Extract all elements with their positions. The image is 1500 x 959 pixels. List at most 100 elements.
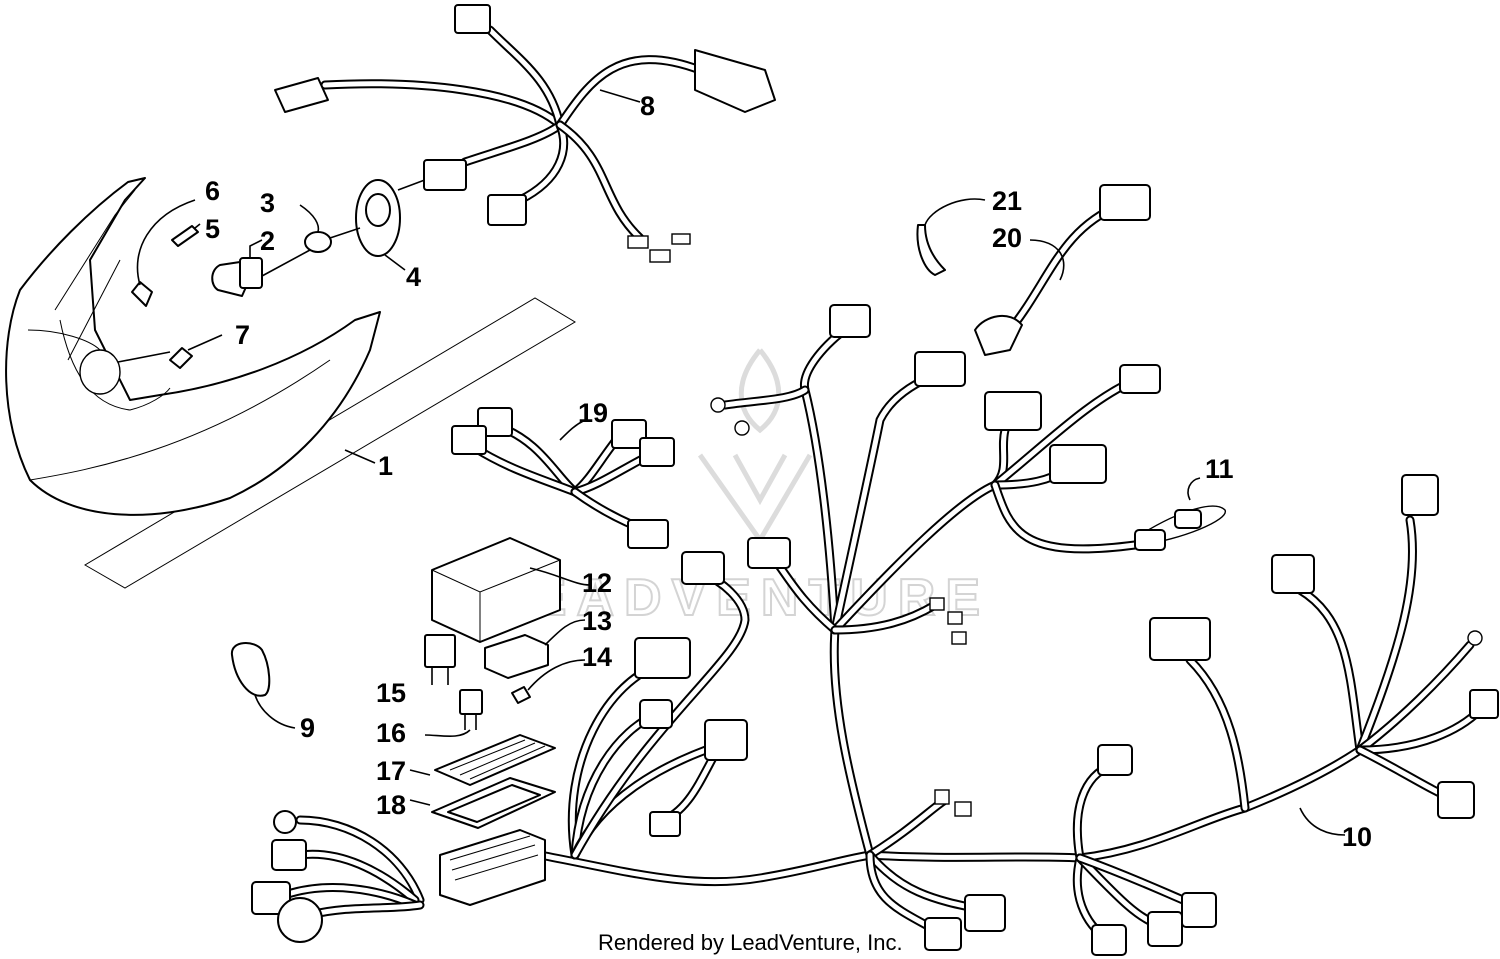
assembly-boundary <box>84 297 576 589</box>
bulb-retainer-ring <box>299 204 332 253</box>
harness-20 <box>974 184 1151 356</box>
relay-13 <box>484 619 586 679</box>
callout-2: 2 <box>260 226 275 256</box>
cable-tie <box>916 198 986 276</box>
terminal <box>671 233 691 245</box>
lead-line-5 <box>194 223 201 229</box>
mounting-clip <box>131 199 196 307</box>
ring-terminal <box>734 420 750 436</box>
connector <box>251 881 291 915</box>
relay-16 <box>424 689 483 738</box>
connector <box>611 419 647 449</box>
connector <box>273 810 297 834</box>
connectors-10 <box>251 304 1499 956</box>
watermark-logo-icon <box>697 348 813 545</box>
callout-21: 21 <box>992 186 1022 216</box>
fuse-label-17 <box>409 734 556 786</box>
connector <box>277 897 323 943</box>
retaining-ring-9 <box>230 642 296 729</box>
lead-line-9 <box>254 694 296 729</box>
connector <box>1401 474 1439 516</box>
callout-17: 17 <box>376 756 406 786</box>
connector <box>704 719 748 761</box>
headlight-reflector <box>59 319 171 411</box>
terminal <box>934 789 950 805</box>
callout-8: 8 <box>640 91 655 121</box>
terminal <box>649 249 671 263</box>
lead-line-2 <box>249 239 263 258</box>
connector <box>1091 924 1127 956</box>
connector <box>1437 781 1475 819</box>
connector <box>634 637 691 679</box>
lead-line-21 <box>924 198 986 226</box>
nut <box>117 334 223 369</box>
headlight-bulb-socket <box>79 349 121 395</box>
harness-19 <box>451 407 675 549</box>
lead-line-8 <box>599 89 641 103</box>
terminal <box>947 611 963 625</box>
fuse-box-base <box>439 829 546 906</box>
terminal <box>951 631 967 645</box>
connector <box>423 159 467 191</box>
connector <box>639 437 675 467</box>
connector <box>1147 911 1183 947</box>
fuse-box-cover-12 <box>431 537 591 643</box>
lead-line-16 <box>424 729 471 738</box>
callout-9: 9 <box>300 713 315 743</box>
callout-12: 12 <box>582 568 612 598</box>
connector <box>627 519 669 549</box>
connector <box>274 77 329 113</box>
lead-line-4 <box>384 254 406 271</box>
callout-1: 1 <box>378 451 393 481</box>
terminal <box>954 801 972 817</box>
connector <box>1097 744 1133 776</box>
connector <box>681 551 725 585</box>
connector <box>964 894 1006 932</box>
connector <box>639 699 673 729</box>
connector <box>924 917 962 951</box>
callout-6: 6 <box>205 176 220 206</box>
callout-5: 5 <box>205 214 220 244</box>
callout-13: 13 <box>582 606 612 636</box>
headlight-housing <box>5 177 381 516</box>
callout-11: 11 <box>1205 454 1234 484</box>
lead-line-7 <box>187 334 223 351</box>
footer-credit: Rendered by LeadVenture, Inc. <box>598 930 903 955</box>
callout-18: 18 <box>376 790 406 820</box>
lead-line-12 <box>529 567 591 586</box>
fuse-holder-11 <box>1134 477 1226 551</box>
headlight-trim <box>54 189 136 361</box>
terminal <box>929 597 945 611</box>
connector <box>914 351 966 387</box>
terminal <box>627 235 649 249</box>
screw <box>171 223 201 247</box>
ring-terminal <box>710 397 726 413</box>
fuse-box-gasket-18 <box>409 777 556 829</box>
headlight-lens-edge <box>29 359 331 481</box>
fuse-14 <box>511 659 586 704</box>
lead-line-18 <box>409 799 431 806</box>
connector <box>829 304 871 338</box>
connector <box>454 4 491 34</box>
ring-terminal <box>1467 630 1483 646</box>
lead-line-19 <box>559 419 586 441</box>
connector <box>1049 444 1107 484</box>
connector <box>649 811 681 837</box>
callout-4: 4 <box>406 262 421 292</box>
connector <box>1271 554 1315 594</box>
lead-line-6 <box>136 199 196 286</box>
lead-line-13 <box>544 619 586 646</box>
connector <box>1149 617 1211 661</box>
relay-15 <box>424 634 456 685</box>
callout-7: 7 <box>235 320 250 350</box>
headlight-lens-edge <box>27 329 101 351</box>
callout-16: 16 <box>376 718 406 748</box>
callout-20: 20 <box>992 223 1022 253</box>
callout-14: 14 <box>582 642 612 672</box>
connector <box>271 839 307 871</box>
connector <box>974 315 1023 356</box>
connector <box>984 391 1042 431</box>
connectors-8 <box>274 4 776 263</box>
dust-boot <box>329 177 431 271</box>
